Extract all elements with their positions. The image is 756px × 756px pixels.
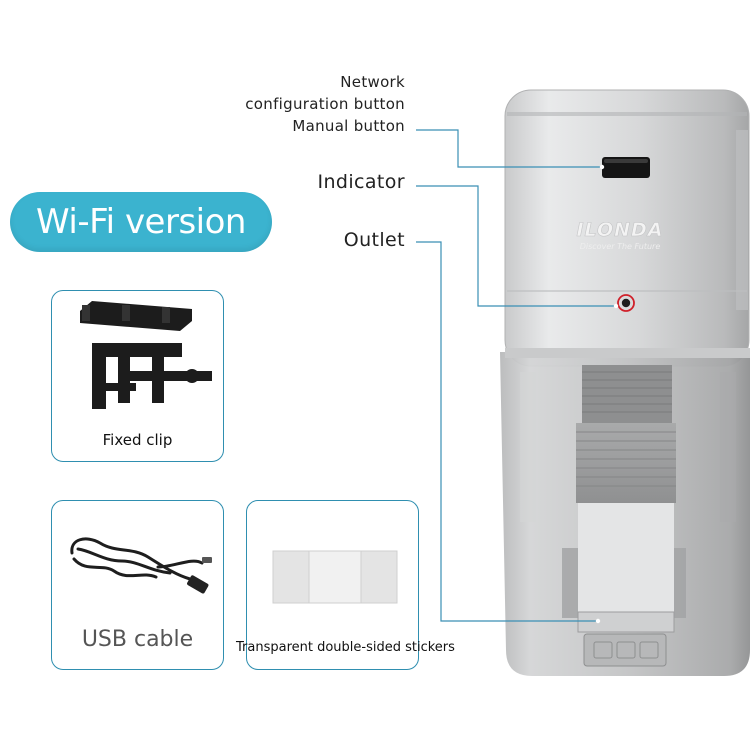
network-label-line2: configuration button [245, 95, 405, 113]
callout-line-outlet [416, 241, 598, 622]
callout-line-button [416, 129, 602, 168]
stickers-label: Transparent double-sided stickers [236, 640, 455, 655]
accessory-card-stickers [246, 500, 419, 670]
outlet-label: Outlet [343, 229, 405, 251]
indicator-light [621, 298, 631, 308]
network-label-line3: Manual button [292, 117, 405, 135]
fixed-clip-icon [80, 301, 212, 409]
feeding-slot-track [576, 423, 676, 503]
wifi-version-badge: Wi-Fi version [10, 192, 272, 252]
network-label-line1: Network [340, 73, 405, 91]
accessory-card-fixed-clip: Fixed clip [51, 290, 224, 462]
indicator-label: Indicator [317, 171, 405, 193]
usb-cable-icon [70, 537, 212, 594]
accessory-card-usb-cable: USB cable [51, 500, 224, 670]
feeding-slot-upper [582, 365, 672, 423]
sticker-icon [272, 550, 398, 604]
brand-tagline: Discover The Future [580, 242, 661, 251]
indicator-ring [617, 294, 635, 312]
network-button-callout: Network configuration button Manual butt… [245, 71, 405, 137]
feeder-outlet [577, 611, 675, 633]
callout-line-indicator [416, 185, 616, 307]
fixed-clip-label: Fixed clip [102, 431, 173, 449]
feeding-slot-window [578, 503, 674, 613]
usb-cable-label: USB cable [81, 627, 194, 652]
brand-logo: ILONDA [576, 219, 663, 241]
